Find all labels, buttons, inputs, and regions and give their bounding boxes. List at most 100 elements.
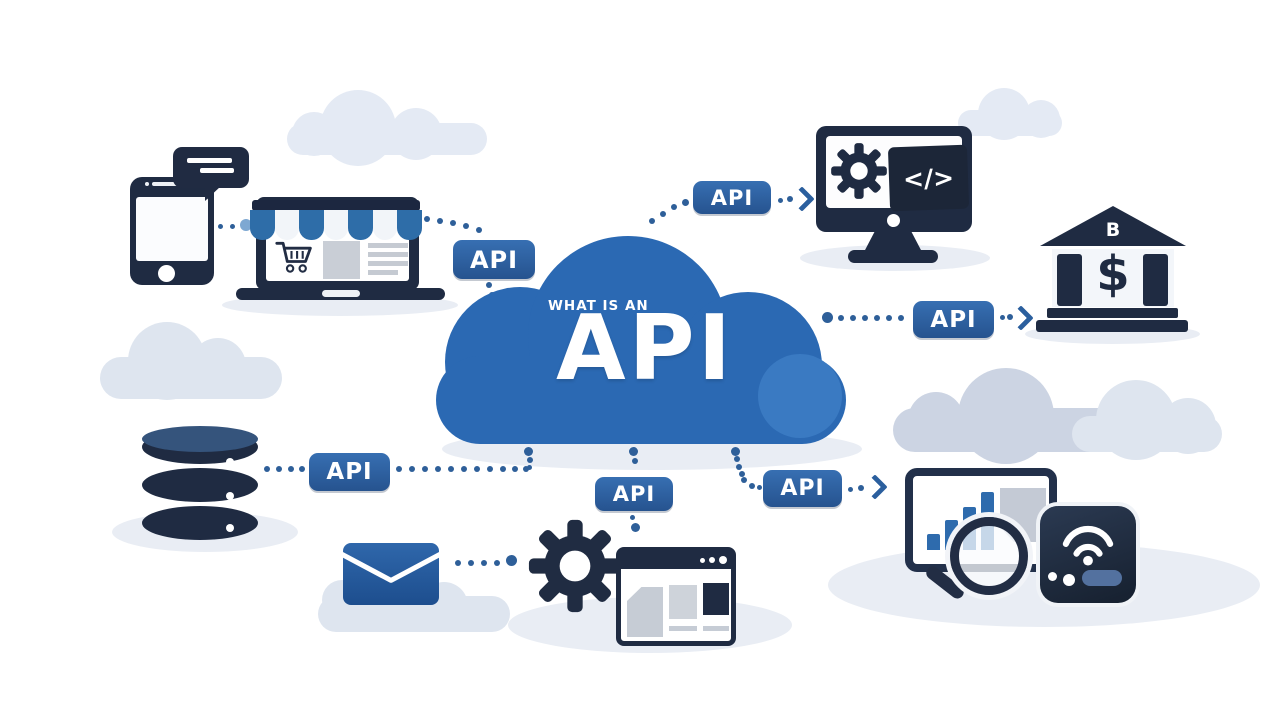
shopping-cart-icon	[275, 241, 312, 273]
connector-dot	[455, 560, 461, 566]
connector-dot	[1000, 315, 1005, 320]
connector-dot	[463, 223, 469, 229]
monitor-power-dot	[887, 214, 900, 227]
connector-dot	[506, 555, 517, 566]
database-icon	[142, 426, 258, 540]
connector-dot	[858, 485, 864, 491]
bank-column	[1057, 254, 1082, 306]
api-badge-webapp: API	[595, 477, 673, 511]
browser-content-shape	[627, 587, 663, 637]
gear-icon	[528, 519, 622, 613]
connector-dot	[630, 515, 635, 520]
connector-dot	[757, 485, 762, 490]
connector-dot	[731, 447, 740, 456]
api-badge-label: API	[710, 185, 754, 210]
connector-dot	[524, 447, 533, 456]
api-badge-database: API	[309, 453, 390, 491]
connector-dot	[898, 315, 904, 321]
api-badge-label: API	[326, 459, 373, 485]
connector-dot	[494, 560, 500, 566]
connector-dot	[848, 487, 853, 492]
connector-dot	[450, 220, 456, 226]
bar-chart-bar	[927, 534, 940, 550]
connector-dot	[276, 466, 282, 472]
api-badge-analytics: API	[763, 470, 842, 507]
connector-dot	[862, 315, 868, 321]
chat-bubble-tail	[205, 186, 221, 201]
connector-dot	[218, 224, 223, 229]
connector-dot	[736, 464, 742, 470]
smartphone-speaker	[152, 182, 180, 186]
connector-dot	[264, 466, 270, 472]
connector-dot	[682, 199, 689, 206]
laptop-notch	[322, 290, 360, 297]
cloud-title-text: API	[556, 296, 735, 401]
store-text-line	[368, 243, 408, 248]
connector-dot	[437, 218, 443, 224]
connector-dot	[448, 466, 454, 472]
wifi-icon	[1062, 525, 1114, 566]
connector-dot	[741, 477, 747, 483]
connector-dot	[424, 216, 430, 222]
connector-dot	[874, 315, 880, 321]
code-icon: </>	[887, 144, 970, 212]
arrow-to-bank	[1008, 305, 1034, 331]
browser-content-box	[669, 585, 697, 619]
device-dot	[1063, 574, 1075, 586]
browser-dot	[700, 558, 705, 563]
store-text-line	[368, 252, 408, 257]
cloud-highlight	[758, 354, 842, 438]
connector-dot	[523, 466, 529, 472]
cloud-kicker-text: WHAT IS AN	[548, 298, 649, 314]
browser-dot	[719, 556, 727, 564]
device-slider	[1082, 570, 1122, 586]
bank-letter: B	[1105, 219, 1121, 241]
connector-dot	[527, 457, 533, 463]
arrow-to-analytics	[862, 474, 888, 500]
connector-dot	[749, 483, 755, 489]
web-browser-icon	[616, 547, 736, 646]
api-badge-label: API	[780, 476, 825, 501]
connector-dot	[299, 466, 305, 472]
bank-step	[1036, 320, 1188, 332]
api-badge-label: API	[469, 245, 519, 274]
connector-dot	[481, 560, 487, 566]
connector-dot	[288, 466, 294, 472]
api-badge-devtools: API	[693, 181, 771, 214]
connector-dot	[838, 315, 844, 321]
connector-dot	[435, 466, 441, 472]
connector-dot	[422, 466, 428, 472]
connector-dot	[649, 218, 655, 224]
monitor-base	[848, 250, 938, 263]
connector-dot	[487, 466, 493, 472]
smartphone-screen	[136, 197, 208, 261]
connector-dot	[778, 198, 783, 203]
code-glyph: </>	[902, 162, 955, 194]
api-badge-label: API	[930, 306, 977, 333]
connector-dot	[512, 466, 518, 472]
gear-icon	[831, 143, 887, 199]
connector-dot	[631, 523, 640, 532]
connector-dot	[629, 447, 638, 456]
connector-dot	[822, 312, 833, 323]
bank-column	[1143, 254, 1168, 306]
connector-dot	[632, 458, 638, 464]
connector-dot	[474, 466, 480, 472]
iot-wifi-device-icon	[1040, 506, 1136, 603]
connector-dot	[240, 219, 252, 231]
monitor-stand	[864, 232, 922, 252]
chat-bubble-icon	[173, 147, 249, 188]
browser-title-bar	[621, 552, 731, 569]
store-text-line	[368, 261, 408, 266]
store-image-placeholder	[323, 241, 360, 279]
connector-dot	[409, 466, 415, 472]
device-dot	[1048, 572, 1057, 581]
connector-dot	[1007, 314, 1013, 320]
connector-dot	[486, 282, 492, 288]
connector-dot	[734, 456, 740, 462]
store-text-line	[368, 270, 398, 275]
magnifier-icon	[950, 517, 1028, 595]
connector-dot	[850, 315, 856, 321]
bank-icon	[1040, 206, 1186, 246]
